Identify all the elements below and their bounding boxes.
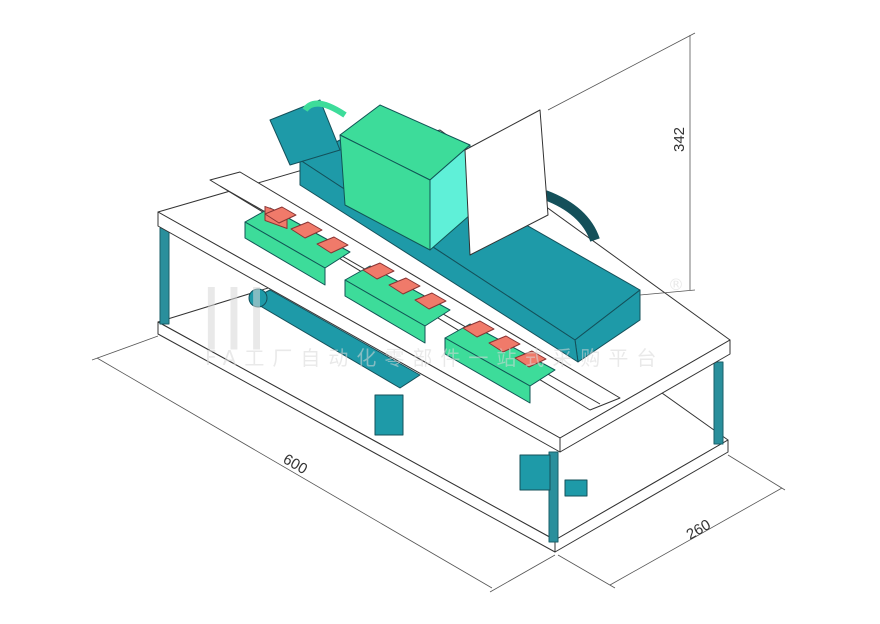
watermark: ||| FA工厂自动化零部件一站式采购平台 ® — [200, 275, 684, 370]
carrier-2 — [344, 262, 451, 344]
carriage — [302, 100, 549, 256]
height-dimension: 342 — [671, 127, 688, 152]
dimension-lines — [91, 32, 786, 593]
product-carriers — [244, 205, 556, 404]
mounting-plate — [464, 109, 549, 256]
pneumatic-cylinder — [248, 288, 588, 497]
watermark-slogan: FA工厂自动化零部件一站式采购平台 — [205, 346, 664, 370]
carrier-1 — [244, 205, 351, 286]
length-dimension: 600 — [280, 451, 310, 478]
svg-text:|||: ||| — [200, 277, 268, 351]
carrier-3 — [444, 320, 556, 404]
registered-mark: ® — [668, 275, 684, 294]
width-dimension: 260 — [684, 516, 714, 543]
